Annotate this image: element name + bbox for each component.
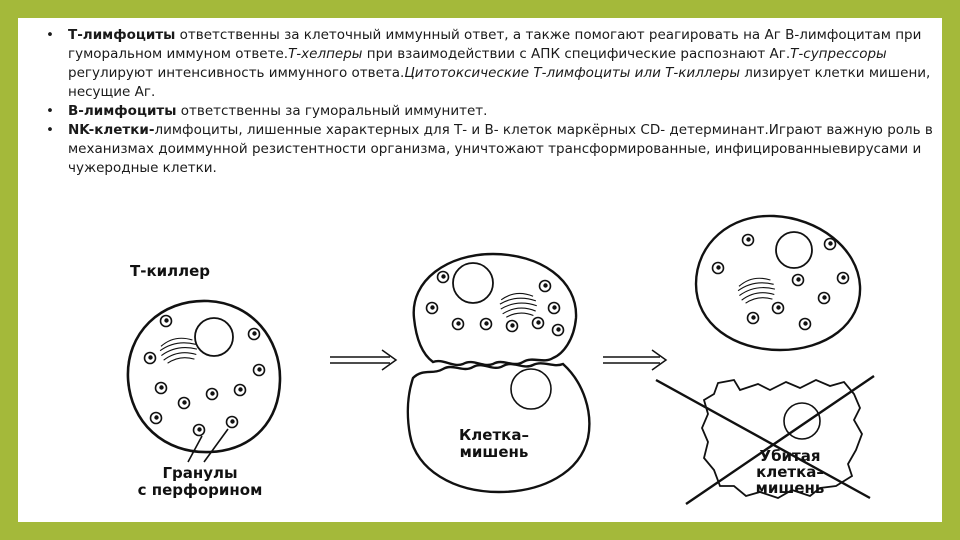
term-b-lymphocytes: В-лимфоциты — [68, 103, 177, 119]
bullet-list: • Т-лимфоциты ответственны за клеточный … — [44, 26, 934, 178]
granule-icon — [531, 316, 545, 330]
text: при взаимодействии с АПК специфические р… — [362, 46, 791, 62]
bullet-icon: • — [46, 27, 54, 43]
dead-target-nucleus — [783, 402, 821, 440]
dead-target-cell: Убитая клетка– мишень — [655, 375, 875, 505]
t-killer-cell: Т-киллер Гранулы с перфорином — [126, 262, 282, 499]
granule-icon — [149, 411, 163, 425]
granule-icon — [233, 383, 247, 397]
term-t-helpers: Т-хелперы — [288, 46, 363, 62]
bullet-b-lymphocytes: • В-лимфоциты ответственны за гуморальны… — [44, 102, 934, 121]
granule-icon — [247, 327, 261, 341]
granules-label-line1: Гранулы — [162, 464, 237, 482]
granule-icon — [746, 311, 760, 325]
granule-icon — [547, 301, 561, 315]
granule-icon — [205, 387, 219, 401]
granule-icon — [177, 396, 191, 410]
released-killer-membrane — [694, 214, 862, 352]
granule-icon — [836, 271, 850, 285]
granule-icon — [741, 233, 755, 247]
dead-label-line1: Убитая — [760, 447, 821, 465]
granule-icon — [771, 301, 785, 315]
released-killer-nucleus — [775, 231, 813, 269]
dead-label-line2: клетка– — [756, 463, 824, 481]
arrow-head — [381, 349, 398, 371]
granule-icon — [159, 314, 173, 328]
target-nucleus — [510, 368, 552, 410]
attached-killer-nucleus — [452, 262, 494, 304]
bullet-t-lymphocytes: • Т-лимфоциты ответственны за клеточный … — [44, 26, 934, 102]
granule-icon — [192, 423, 206, 437]
granule-icon — [451, 317, 465, 331]
slide: • Т-лимфоциты ответственны за клеточный … — [18, 18, 942, 522]
cell-diagram: Т-киллер Гранулы с перфорином — [126, 214, 875, 505]
granule-icon — [505, 319, 519, 333]
term-t-killers: Цитотоксические Т-лимфоциты или Т-киллер… — [404, 65, 740, 81]
granule-icon — [225, 415, 239, 429]
term-t-lymphocytes: Т-лимфоциты — [68, 27, 176, 43]
pointer-line — [203, 428, 229, 463]
target-cell: Клетка– мишень — [406, 362, 591, 494]
arrow-head — [651, 349, 668, 371]
pointer-line — [187, 435, 203, 463]
granule-icon — [479, 317, 493, 331]
arrow-icon — [603, 356, 660, 364]
released-killer-cell — [694, 214, 862, 352]
granule-icon — [252, 363, 266, 377]
bullet-icon: • — [46, 103, 54, 119]
t-killer-label: Т-киллер — [130, 262, 210, 280]
granule-icon — [798, 317, 812, 331]
bullet-nk-cells: • NK-клетки-лимфоциты, лишенные характер… — [44, 121, 934, 178]
t-killer-membrane — [126, 299, 282, 454]
term-nk-cells: NK-клетки- — [68, 122, 155, 138]
arrow-icon — [330, 356, 390, 364]
granule-icon — [154, 381, 168, 395]
cross-icon — [655, 378, 871, 500]
target-label-line1: Клетка– — [459, 426, 529, 444]
target-label-line2: мишень — [460, 443, 529, 461]
text: лимфоциты, лишенные характерных для Т- и… — [68, 122, 933, 176]
bullet-icon: • — [46, 122, 54, 138]
text: регулируют интенсивность иммунного ответ… — [68, 65, 405, 81]
granule-icon — [425, 301, 439, 315]
granule-icon — [711, 261, 725, 275]
text: лизирует клетки мишени, несущие Аг. — [68, 65, 931, 100]
granule-icon — [817, 291, 831, 305]
granule-icon — [538, 279, 552, 293]
text: ответственны за клеточный иммунный ответ… — [68, 27, 922, 62]
text: ответственны за гуморальный иммунитет. — [176, 103, 488, 119]
t-killer-nucleus — [194, 317, 234, 357]
granule-icon — [823, 237, 837, 251]
granule-icon — [436, 270, 450, 284]
dead-label-line3: мишень — [756, 479, 825, 497]
term-t-suppressors: Т-супрессоры — [790, 46, 887, 62]
granule-icon — [551, 323, 565, 337]
granules-label-line2: с перфорином — [138, 481, 263, 499]
granule-icon — [791, 273, 805, 287]
cross-icon — [685, 375, 875, 505]
granule-icon — [143, 351, 157, 365]
killer-attached-cell — [412, 252, 578, 367]
